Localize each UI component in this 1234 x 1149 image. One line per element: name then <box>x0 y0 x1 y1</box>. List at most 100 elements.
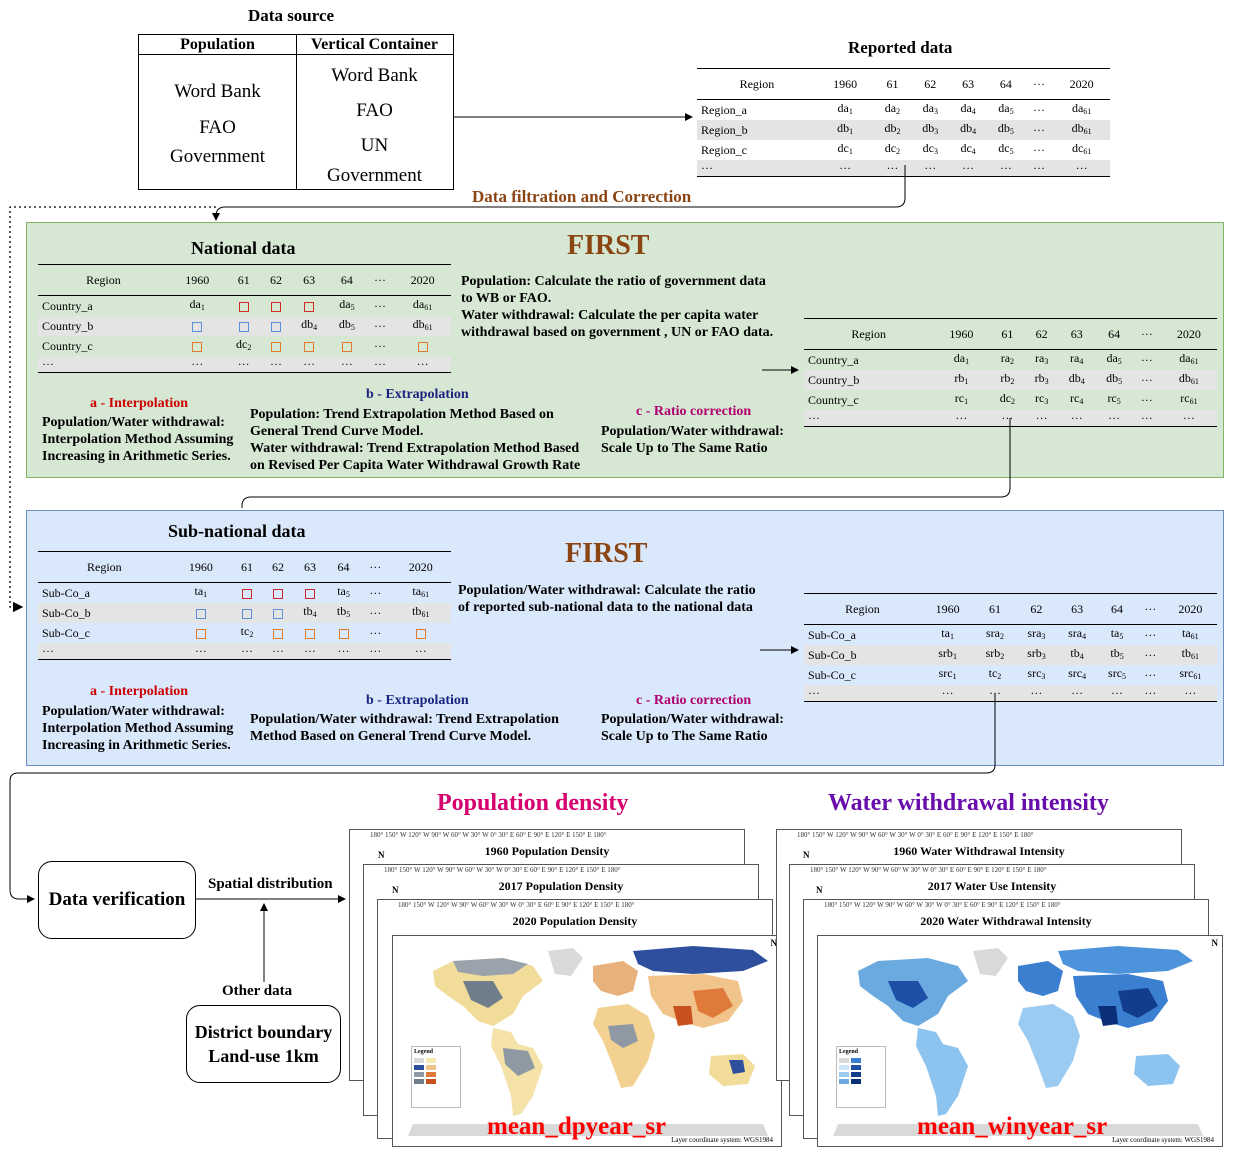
cell-subscript: 5 <box>345 590 350 599</box>
table-cell: ··· <box>949 160 988 177</box>
table-cell <box>293 583 327 604</box>
table-row: ························ <box>804 410 1217 427</box>
north-arrow-icon: N <box>803 850 810 860</box>
cell-value: Country_c <box>42 339 93 353</box>
cell-subscript: 61 <box>1189 397 1198 406</box>
table-cell: ra4 <box>1058 350 1095 371</box>
cell-subscript: 1 <box>203 590 208 599</box>
table-cell: db3 <box>911 120 950 140</box>
missing-value-marker <box>273 629 284 640</box>
cell-subscript: 61 <box>1193 672 1202 681</box>
cell-value: ··· <box>988 686 1001 700</box>
source-item: FAO <box>356 100 393 121</box>
table-cell: dc1 <box>817 140 874 160</box>
table-cell: db1 <box>816 120 874 140</box>
cell-value: srb1 <box>938 646 957 661</box>
column-header: 61 <box>231 551 263 583</box>
cell-value: db61 <box>1178 371 1199 386</box>
table-cell: db61 <box>394 316 451 336</box>
cell-value: ··· <box>1033 103 1046 117</box>
table-cell: src61 <box>1164 665 1217 685</box>
table-cell: dc3 <box>911 140 949 160</box>
table-cell: tb5 <box>1097 645 1138 665</box>
cell-value: ··· <box>808 686 820 700</box>
cell-value: ··· <box>42 357 54 371</box>
table-cell: src5 <box>1097 665 1137 685</box>
cell-value: ··· <box>962 161 975 175</box>
cell-value: ta1 <box>194 584 208 599</box>
cell-value: da61 <box>1071 101 1092 116</box>
cell-value: rc3 <box>1034 391 1049 406</box>
cell-subscript: 4 <box>313 323 318 332</box>
legend-swatch <box>851 1072 861 1077</box>
subnational-interpolation-label: a - Interpolation <box>90 684 188 699</box>
missing-value-marker <box>270 302 281 313</box>
table-cell: ··· <box>231 643 263 660</box>
longitude-ticks: 180° 150° W 120° W 90° W 60° W 30° W 0° … <box>824 901 1061 909</box>
cell-value: ··· <box>1033 123 1046 137</box>
table-cell <box>171 623 231 643</box>
table-row: ························ <box>804 685 1217 702</box>
cell-value: da2 <box>884 101 901 116</box>
cell-value: Country_a <box>808 353 859 367</box>
reported-data-title: Reported data <box>848 38 953 57</box>
vertical-container-header: Vertical Container <box>296 35 453 55</box>
cell-subscript: 3 <box>933 107 938 116</box>
cell-value: ··· <box>237 357 250 371</box>
column-header: 62 <box>911 68 950 100</box>
data-source-title: Data source <box>248 6 335 25</box>
cell-value: ··· <box>303 357 316 371</box>
population-header: Population <box>139 35 296 55</box>
cell-value: ··· <box>1070 411 1083 425</box>
legend-title: Legend <box>839 1049 859 1055</box>
table-cell: ··· <box>1024 120 1054 140</box>
missing-value-marker <box>304 342 315 353</box>
table-cell: Region_b <box>697 120 817 140</box>
cell-value: ta1 <box>941 626 954 641</box>
table-cell: ··· <box>873 160 912 177</box>
cell-value: ··· <box>941 686 954 700</box>
table-cell: ··· <box>365 356 395 373</box>
subnational-extrapolation-label: b - Extrapolation <box>366 693 469 708</box>
missing-value-marker <box>415 629 426 640</box>
table-cell: da4 <box>949 100 987 121</box>
table-cell: ··· <box>1057 685 1098 702</box>
cell-subscript: 1 <box>952 672 957 681</box>
cell-subscript: 2 <box>896 127 901 136</box>
missing-value-marker <box>192 322 203 333</box>
cell-value: da1 <box>953 351 970 366</box>
cell-value: ··· <box>999 161 1012 175</box>
table-cell: Sub-Co_c <box>38 623 171 643</box>
cell-value: db4 <box>1068 371 1085 386</box>
cell-value: Sub-Co_c <box>808 668 856 682</box>
table-cell <box>170 603 232 623</box>
column-header: 62 <box>262 551 294 583</box>
cell-value: ··· <box>1184 686 1197 700</box>
table-cell: da2 <box>874 100 912 121</box>
national-title: National data <box>191 238 296 258</box>
table-cell: ··· <box>290 356 328 373</box>
cell-value: ··· <box>1033 143 1046 157</box>
north-arrow-icon: N <box>1211 938 1219 948</box>
table-cell: Sub-Co_a <box>38 583 171 604</box>
table-cell: tc2 <box>974 665 1015 685</box>
table-cell: ··· <box>168 356 226 373</box>
table-cell: ta1 <box>171 583 231 604</box>
table-cell <box>263 623 293 643</box>
cell-value: ··· <box>337 644 350 658</box>
legend-swatch <box>426 1058 436 1063</box>
missing-value-marker <box>338 629 349 640</box>
cell-subscript: 4 <box>312 610 317 619</box>
cell-subscript: 61 <box>424 323 433 332</box>
missing-value-marker <box>241 609 252 620</box>
table-cell: srb2 <box>974 645 1016 665</box>
legend-swatch <box>426 1072 436 1077</box>
